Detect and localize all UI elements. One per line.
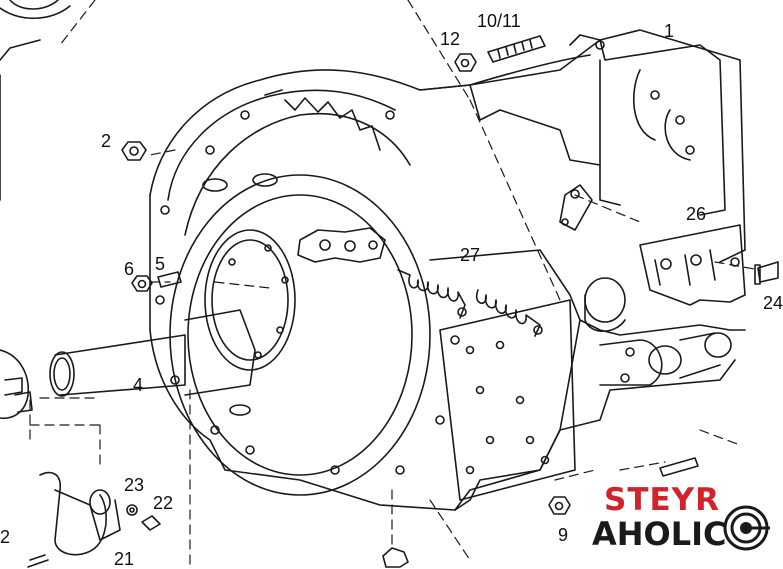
nut-2	[121, 141, 147, 161]
pin-5	[157, 271, 182, 288]
label-part-9: 9	[558, 525, 569, 545]
label-part-2: 2	[101, 131, 112, 151]
bottom-fastener	[382, 547, 409, 568]
label-part-6: 6	[124, 259, 135, 279]
gearbox-casing	[419, 29, 746, 511]
logo-line-2: AHOLIC	[592, 515, 727, 553]
label-part-22: 22	[153, 493, 174, 513]
bracket-26	[559, 184, 746, 306]
label-part-23: 23	[124, 475, 145, 495]
nut-9	[548, 496, 571, 515]
target-icon	[723, 505, 770, 551]
spring-27-left	[397, 269, 467, 319]
label-part-24: 24	[763, 293, 783, 313]
steyr-aholic-logo: STEYR AHOLIC	[588, 482, 778, 567]
label-part-27: 27	[460, 245, 481, 265]
label-part-10-11: 10/11	[477, 11, 521, 31]
bolt-22	[141, 515, 161, 531]
label-part-1: 1	[664, 21, 675, 41]
corner-part-fragment	[0, 0, 71, 201]
label-part-5: 5	[155, 254, 166, 274]
bolt-24	[754, 261, 779, 285]
label-part-2-left: 2	[0, 527, 11, 547]
stud-10-11	[487, 35, 546, 63]
washer-23	[126, 504, 138, 516]
release-fork	[297, 227, 386, 263]
label-part-4: 4	[133, 375, 144, 395]
shift-fork-21	[27, 471, 121, 568]
leader-lines	[29, 0, 761, 568]
input-shaft	[49, 229, 296, 397]
spring-27-right	[475, 289, 543, 337]
nut-6	[131, 275, 153, 292]
label-part-12: 12	[440, 29, 461, 49]
stud-bottom-right	[659, 457, 699, 477]
nut-12	[454, 53, 477, 72]
logo-line-1: STEYR	[604, 482, 720, 518]
bell-housing	[149, 54, 591, 511]
label-part-26: 26	[686, 204, 707, 224]
left-collar-fragment	[0, 349, 33, 420]
label-part-21: 21	[114, 549, 135, 569]
